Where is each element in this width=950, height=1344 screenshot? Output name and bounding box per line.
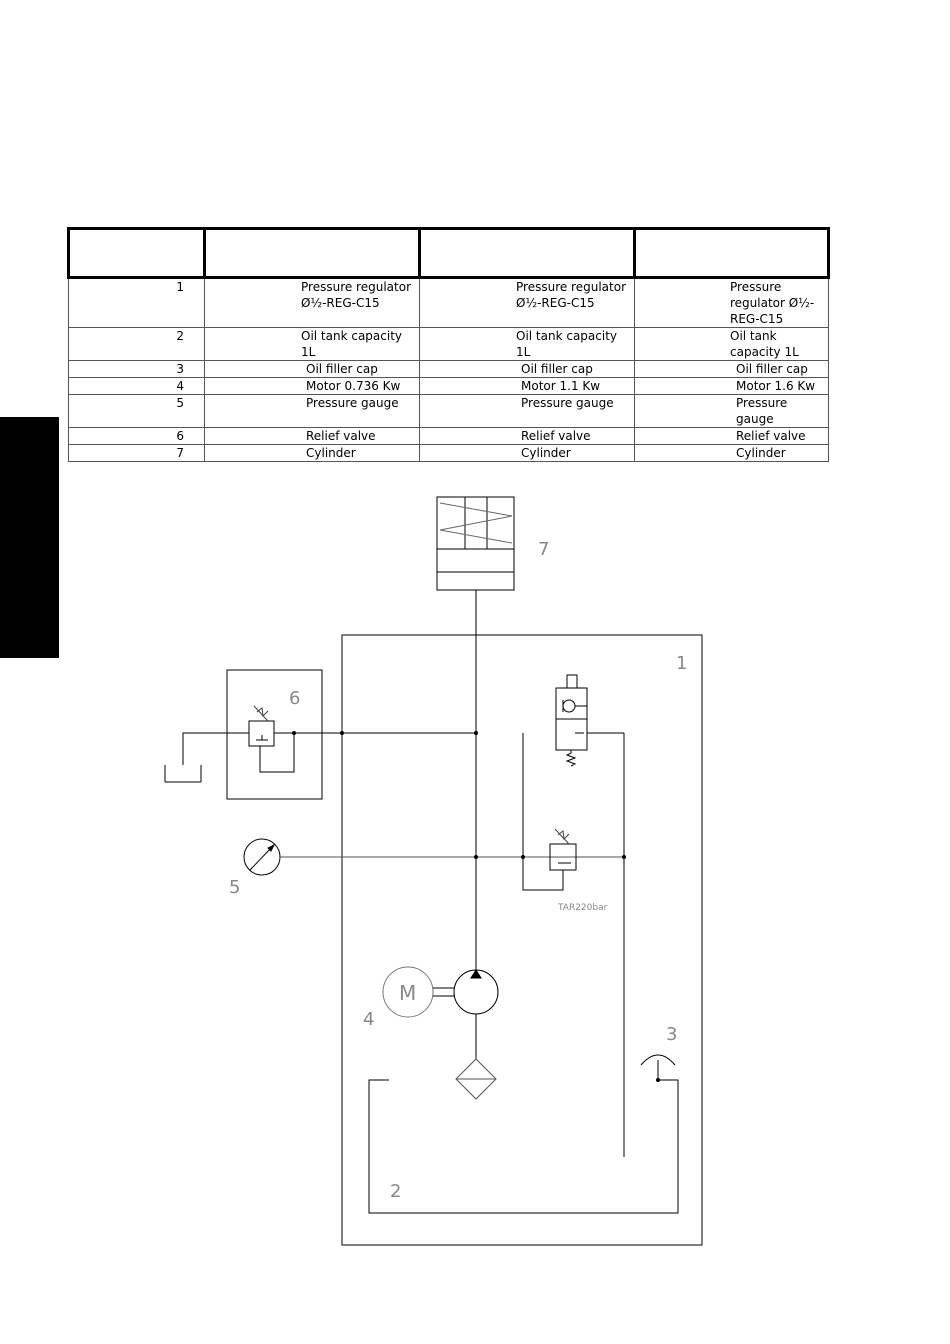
cell-model-a: Oil tank capacity 1L (204, 327, 420, 361)
check-valve-symbol (555, 674, 588, 767)
filler-cap-symbol (640, 1054, 676, 1080)
junction-dot (521, 855, 525, 859)
label-regulator: 1 (676, 653, 687, 674)
motor-letter: M (399, 981, 416, 1005)
table-row: 7 Cylinder Cylinder Cylinder (68, 444, 829, 462)
table-header-row (67, 227, 830, 279)
junction-dot (292, 731, 296, 735)
label-relief-valve: 6 (289, 688, 300, 709)
cell-model-a: Oil filler cap (204, 360, 420, 378)
motor-symbol (382, 966, 454, 1018)
cell-model-a: Cylinder (204, 444, 420, 462)
relief-setting-label: TAR220bar (557, 903, 608, 913)
pump-symbol (453, 969, 499, 1059)
label-cylinder: 7 (538, 539, 549, 560)
cell-model-a: Pressure regulator Ø½-REG-C15 (204, 277, 420, 328)
cylinder-symbol (436, 496, 515, 591)
cell-model-a: Motor 0.736 Kw (204, 377, 420, 395)
header-cell (67, 227, 206, 279)
cell-model-c: Relief valve (634, 427, 829, 445)
relief-valve-symbol (164, 669, 476, 800)
cell-model-c: Pressure gauge (634, 394, 829, 428)
table-row: 6 Relief valve Relief valve Relief valve (68, 427, 829, 445)
junction-dot (340, 731, 344, 735)
label-gauge: 5 (229, 877, 240, 898)
oil-tank-symbol (368, 1079, 679, 1214)
row-number: 5 (68, 394, 205, 428)
side-tab-marker (0, 417, 59, 658)
header-cell (633, 227, 830, 279)
junction-dot (622, 855, 626, 859)
internal-relief-valve-symbol (522, 732, 625, 1157)
table-row: 3 Oil filler cap Oil filler cap Oil fill… (68, 360, 829, 378)
cell-model-a: Pressure gauge (204, 394, 420, 428)
junction-dot (474, 855, 478, 859)
cell-model-b: Oil tank capacity 1L (419, 327, 635, 361)
label-tank: 2 (390, 1181, 401, 1202)
table-row: 1 Pressure regulator Ø½-REG-C15 Pressure… (68, 277, 829, 328)
cell-model-b: Cylinder (419, 444, 635, 462)
cell-model-c: Oil tank capacity 1L (634, 327, 829, 361)
table-row: 4 Motor 0.736 Kw Motor 1.1 Kw Motor 1.6 … (68, 377, 829, 395)
regulator-block (341, 634, 703, 1246)
filter-symbol (455, 1058, 497, 1100)
parts-table: 1 Pressure regulator Ø½-REG-C15 Pressure… (67, 227, 830, 462)
cell-model-c: Cylinder (634, 444, 829, 462)
junction-dot (474, 731, 478, 735)
label-motor: 4 (363, 1009, 374, 1030)
header-cell (203, 227, 421, 279)
header-cell (418, 227, 636, 279)
gauge-symbol (243, 838, 624, 876)
label-cap: 3 (666, 1024, 677, 1045)
